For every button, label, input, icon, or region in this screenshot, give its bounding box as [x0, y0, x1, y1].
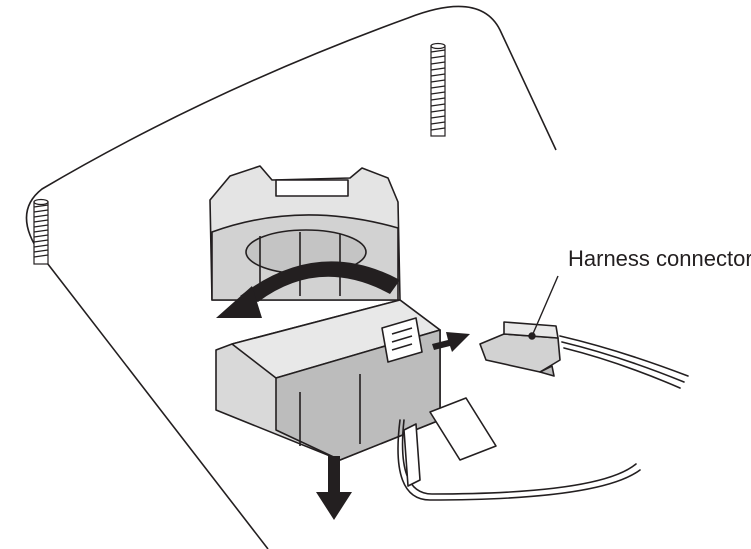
threaded-stud-right: [430, 42, 446, 137]
threaded-stud-left: [33, 198, 49, 265]
harness-connector-label: Harness connector: [568, 246, 751, 271]
callout-leader: [528, 275, 559, 340]
rotate-counterclockwise-arrow: [216, 261, 400, 318]
remove-down-arrow: [316, 456, 352, 520]
disconnect-arrow: [432, 332, 470, 352]
harness-wire: [397, 335, 689, 501]
cable-clip: [403, 397, 497, 487]
harness-connector-plug: [479, 321, 561, 377]
